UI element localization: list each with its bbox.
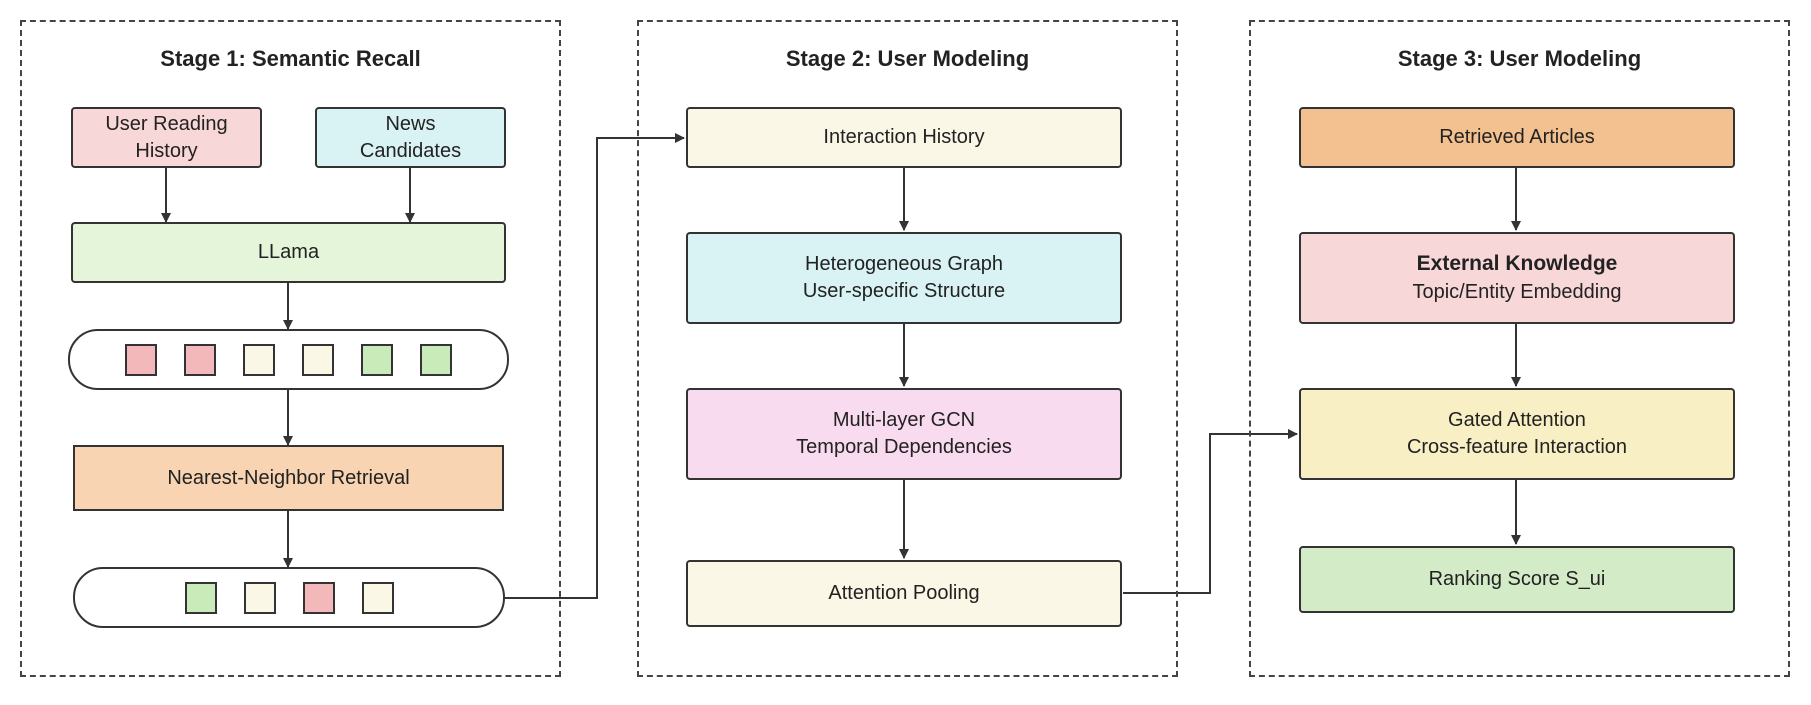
news-candidates-line2: Candidates [359,139,462,162]
attention-pooling-box: Attention Pooling [686,560,1122,627]
llama-box: LLama [71,222,506,283]
embedding-square [420,343,452,376]
gated-attention-line2: Cross-feature Interaction [1406,436,1628,458]
multi-layer-gcn-line2: Temporal Dependencies [796,436,1012,458]
user-reading-history-box: User Reading History [71,107,262,168]
embedding-vector-pill [68,329,509,390]
ranking-score-label: Ranking Score S_ui [1428,568,1606,590]
gated-attention-box: Gated Attention Cross-feature Interactio… [1299,388,1735,480]
news-candidates-line1: News [385,112,436,135]
interaction-history-box: Interaction History [686,107,1122,168]
user-reading-history-line1: User Reading [105,112,228,135]
external-knowledge-subtitle: Topic/Entity Embedding [1412,280,1622,303]
retrieved-vector-pill [73,567,505,628]
retrieved-articles-label: Retrieved Articles [1439,126,1595,148]
attention-pooling-label: Attention Pooling [828,582,980,604]
heterogeneous-graph-line2: User-specific Structure [802,280,1006,302]
retrieved-square [302,581,335,614]
embedding-square [302,343,334,376]
embedding-square [184,343,216,376]
stage3-title: Stage 3: User Modeling [1397,46,1642,71]
user-reading-history-line2: History [135,139,198,162]
stage1-panel [20,20,561,677]
retrieved-square [184,581,217,614]
stage1-title: Stage 1: Semantic Recall [160,46,421,71]
heterogeneous-graph-box: Heterogeneous Graph User-specific Struct… [686,232,1122,324]
retrieved-square [243,581,276,614]
embedding-square [125,343,157,376]
ranking-score-box: Ranking Score S_ui [1299,546,1735,613]
stage3-panel [1249,20,1790,677]
interaction-history-label: Interaction History [823,126,985,148]
nearest-neighbor-retrieval-label: Nearest-Neighbor Retrieval [167,466,410,489]
arrow-stage2-to-stage3 [1123,429,1298,594]
news-candidates-box: News Candidates [315,107,506,168]
external-knowledge-box: External Knowledge Topic/Entity Embeddin… [1299,232,1735,324]
embedding-square [361,343,393,376]
gated-attention-line1: Gated Attention [1448,409,1586,431]
external-knowledge-title: External Knowledge [1416,252,1618,276]
stage2-title: Stage 2: User Modeling [785,46,1030,71]
llama-label: LLama [257,241,320,263]
nearest-neighbor-retrieval-box: Nearest-Neighbor Retrieval [73,445,504,511]
heterogeneous-graph-line1: Heterogeneous Graph [805,253,1003,275]
embedding-square [243,343,275,376]
multi-layer-gcn-line1: Multi-layer GCN [832,409,976,431]
retrieved-articles-box: Retrieved Articles [1299,107,1735,168]
multi-layer-gcn-box: Multi-layer GCN Temporal Dependencies [686,388,1122,480]
retrieved-square [361,581,394,614]
stage2-panel [637,20,1178,677]
arrow-stage1-to-stage2 [505,133,685,599]
